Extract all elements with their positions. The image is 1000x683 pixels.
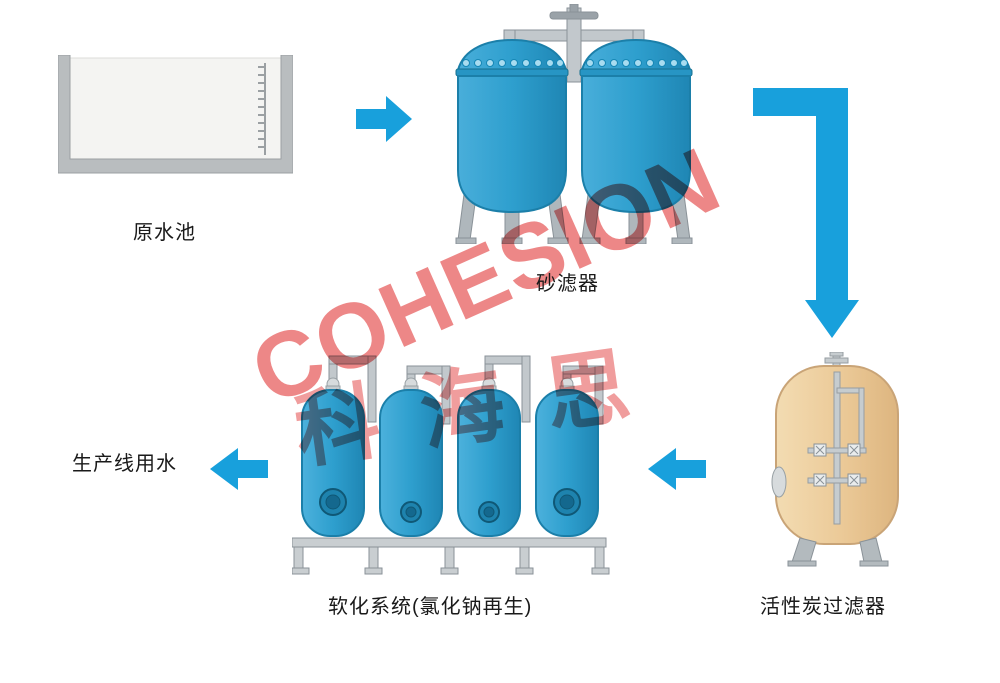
raw-water-pool-graphic (58, 55, 293, 174)
label-carbon-filter: 活性炭过滤器 (760, 596, 886, 618)
softening-manholes (319, 488, 581, 523)
label-softening-system: 软化系统(氯化钠再生) (328, 596, 533, 618)
carbon-filter-valves (813, 443, 861, 487)
arrow-softening-to-production (210, 448, 268, 490)
carbon-filter-legs (787, 537, 889, 567)
softening-system-graphic (292, 355, 610, 575)
pool-walls (58, 55, 293, 174)
softening-skid-frame (292, 537, 610, 575)
pool-ladder-icon (258, 63, 266, 155)
carbon-filter-manhole (771, 466, 787, 498)
softening-piping (328, 355, 604, 425)
label-sand-filter: 砂滤器 (536, 273, 599, 295)
carbon-filter-top-vent (824, 352, 849, 369)
sand-filter-graphic (455, 4, 693, 244)
label-production-water: 生产线用水 (72, 453, 177, 475)
carbon-filter-graphic (771, 352, 899, 567)
pool-interior (69, 57, 282, 162)
label-raw-water-pool: 原水池 (133, 222, 196, 244)
carbon-filter-piping (807, 371, 867, 525)
arrow-pool-to-sandfilter (356, 96, 412, 142)
arrow-carbonfilter-to-softening (648, 448, 706, 490)
arrow-sandfilter-to-carbonfilter (753, 88, 859, 338)
